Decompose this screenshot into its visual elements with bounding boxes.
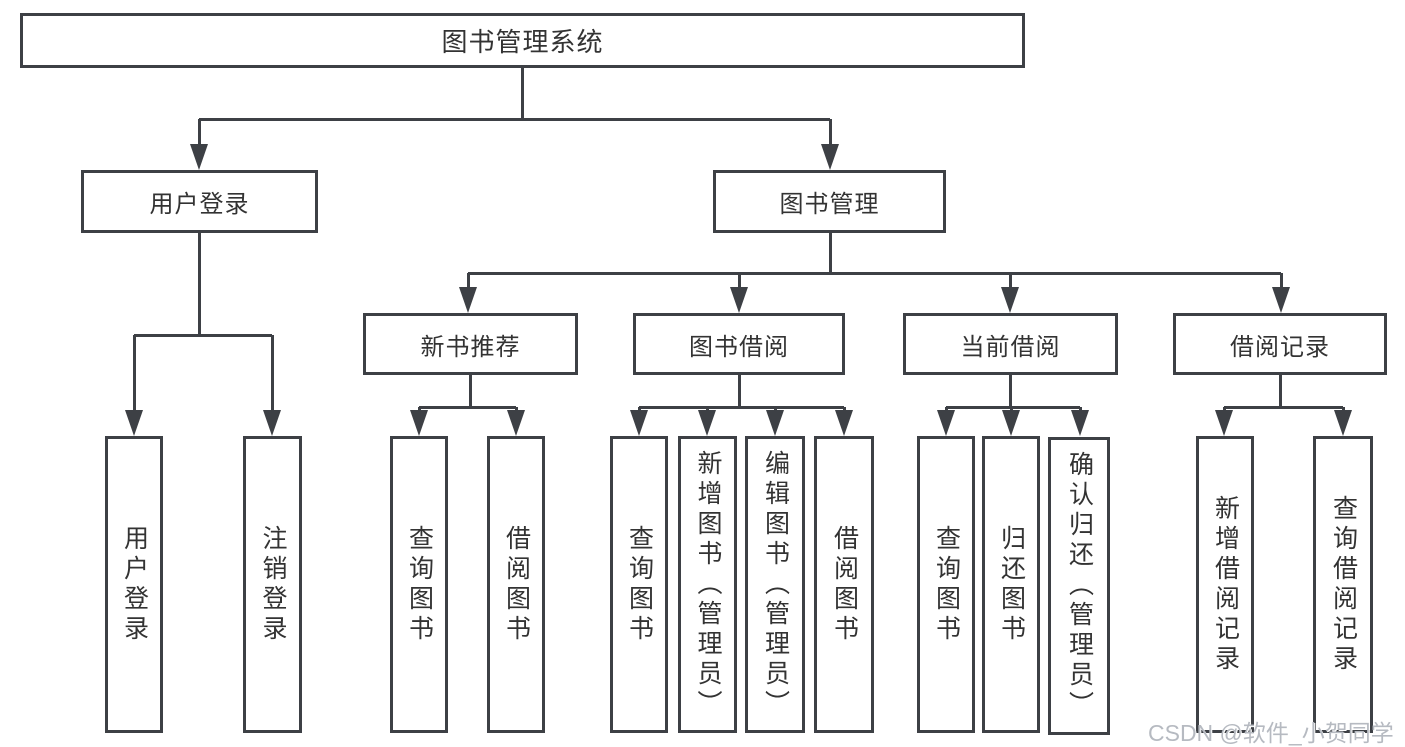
node-leaf-bb-borrow-books: 借阅图书 — [814, 436, 874, 733]
node-label-book-borrowing: 图书借阅 — [689, 333, 789, 361]
node-leaf-cb-confirm-return: 确认归还（管理员） — [1048, 437, 1110, 735]
arrow-stem — [270, 335, 274, 412]
arrow-down-icon — [698, 410, 716, 436]
node-label-book-management: 图书管理 — [779, 191, 880, 218]
arrow-down-icon — [1001, 287, 1019, 313]
node-leaf-br-query-record: 查询借阅记录 — [1313, 436, 1373, 733]
connector-vline — [737, 375, 741, 409]
node-leaf-nb-borrow-books: 借阅图书 — [487, 436, 545, 733]
node-book-management: 图书管理 — [713, 170, 946, 233]
node-label-leaf-cb-query-books: 查询图书 — [932, 524, 961, 645]
arrow-down-icon — [821, 144, 839, 170]
node-label-leaf-br-query-record: 查询借阅记录 — [1329, 494, 1358, 675]
arrow-down-icon — [1071, 410, 1089, 436]
connector-hline — [134, 333, 272, 337]
arrow-stem — [466, 273, 470, 289]
arrow-stem — [842, 407, 846, 412]
arrow-down-icon — [1334, 410, 1352, 436]
connector-hline — [199, 117, 830, 121]
node-leaf-cb-query-books: 查询图书 — [917, 436, 975, 733]
connector-hline — [1224, 405, 1343, 409]
arrow-down-icon — [125, 410, 143, 436]
arrow-down-icon — [937, 410, 955, 436]
arrow-down-icon — [459, 287, 477, 313]
arrow-down-icon — [835, 410, 853, 436]
node-leaf-user-login: 用户登录 — [105, 436, 163, 733]
arrow-stem — [1222, 407, 1226, 412]
arrow-stem — [1341, 407, 1345, 412]
arrow-down-icon — [1215, 410, 1233, 436]
node-leaf-nb-query-books: 查询图书 — [390, 436, 448, 733]
arrow-down-icon — [507, 410, 525, 436]
node-label-leaf-bb-add-books: 新增图书（管理员） — [694, 449, 722, 720]
node-label-current-borrowing: 当前借阅 — [960, 333, 1061, 361]
arrow-stem — [1279, 273, 1283, 289]
node-label-leaf-logout: 注销登录 — [259, 524, 287, 645]
arrow-down-icon — [630, 410, 648, 436]
arrow-stem — [637, 407, 641, 412]
node-label-leaf-bb-edit-books: 编辑图书（管理员） — [761, 449, 790, 720]
connector-vline — [520, 68, 524, 121]
node-system-root: 图书管理系统 — [20, 13, 1025, 68]
node-label-borrowing-records: 借阅记录 — [1230, 333, 1330, 361]
arrow-down-icon — [263, 410, 281, 436]
arrow-stem — [1009, 407, 1013, 412]
arrow-stem — [944, 407, 948, 412]
arrow-down-icon — [730, 287, 748, 313]
arrow-stem — [417, 407, 421, 412]
node-label-leaf-nb-query-books: 查询图书 — [405, 524, 434, 645]
node-borrowing-records: 借阅记录 — [1173, 313, 1387, 375]
node-label-leaf-user-login: 用户登录 — [120, 524, 149, 645]
connector-vline — [1008, 375, 1012, 409]
connector-vline — [468, 375, 472, 409]
node-leaf-br-add-record: 新增借阅记录 — [1196, 436, 1254, 733]
node-label-leaf-br-add-record: 新增借阅记录 — [1211, 494, 1240, 675]
arrow-stem — [514, 407, 518, 412]
arrow-stem — [132, 335, 136, 412]
node-leaf-bb-edit-books: 编辑图书（管理员） — [745, 436, 805, 733]
node-label-leaf-bb-borrow-books: 借阅图书 — [830, 524, 859, 645]
node-label-leaf-nb-borrow-books: 借阅图书 — [502, 524, 531, 645]
connector-vline — [197, 233, 201, 337]
node-leaf-cb-return-books: 归还图书 — [982, 436, 1040, 733]
arrow-stem — [1078, 407, 1082, 412]
arrow-down-icon — [190, 144, 208, 170]
arrow-stem — [828, 119, 832, 146]
connector-hline — [639, 405, 844, 409]
node-leaf-bb-query-books: 查询图书 — [610, 436, 668, 733]
arrow-stem — [737, 273, 741, 289]
connector-vline — [828, 233, 832, 275]
node-label-user-login: 用户登录 — [149, 191, 250, 218]
node-label-new-book-recommend: 新书推荐 — [420, 333, 521, 361]
node-label-system-root: 图书管理系统 — [441, 27, 604, 57]
connector-hline — [419, 405, 516, 409]
node-current-borrowing: 当前借阅 — [903, 313, 1118, 375]
arrow-stem — [705, 407, 709, 412]
connector-vline — [1278, 375, 1282, 409]
arrow-down-icon — [410, 410, 428, 436]
node-user-login: 用户登录 — [81, 170, 318, 233]
node-label-leaf-cb-return-books: 归还图书 — [997, 524, 1026, 645]
node-leaf-bb-add-books: 新增图书（管理员） — [678, 436, 737, 733]
node-new-book-recommend: 新书推荐 — [363, 313, 578, 375]
connector-hline — [468, 271, 1281, 275]
arrow-down-icon — [766, 410, 784, 436]
arrow-stem — [1008, 273, 1012, 289]
arrow-down-icon — [1002, 410, 1020, 436]
arrow-stem — [773, 407, 777, 412]
node-book-borrowing: 图书借阅 — [633, 313, 845, 375]
connector-hline — [946, 405, 1080, 409]
node-leaf-logout: 注销登录 — [243, 436, 302, 733]
node-label-leaf-bb-query-books: 查询图书 — [625, 524, 654, 645]
node-label-leaf-cb-confirm-return: 确认归还（管理员） — [1065, 451, 1094, 721]
watermark: CSDN @软件_小贺同学 — [1148, 720, 1394, 746]
arrow-down-icon — [1272, 287, 1290, 313]
arrow-stem — [197, 119, 201, 146]
